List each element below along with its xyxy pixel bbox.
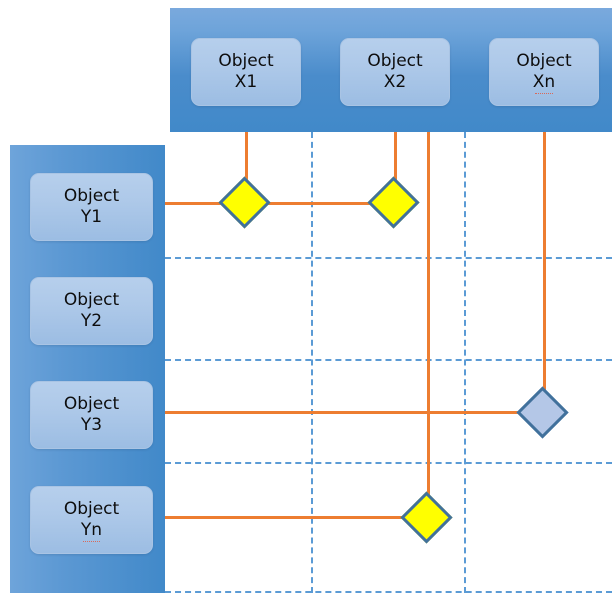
gridline-horizontal-2: [165, 359, 612, 361]
connector-x2-vertical-b: [427, 118, 430, 518]
connector-yn-horizontal: [148, 516, 430, 519]
connector-xn-vertical: [543, 118, 546, 413]
connector-x1-vertical: [245, 118, 248, 204]
connector-y1-horizontal: [148, 202, 248, 205]
gridline-horizontal-1: [165, 257, 612, 259]
object-box-y2-line1: Object: [63, 290, 120, 311]
gridline-horizontal-4: [165, 591, 612, 593]
gridline-vertical-1: [311, 132, 313, 593]
object-box-y3-line1: Object: [63, 394, 120, 415]
object-box-yn-line1: Object: [63, 499, 120, 520]
y-axis-band: Object Y1 Object Y2 Object Y3 Object Yn: [10, 145, 165, 593]
object-box-yn-line2: Yn: [80, 520, 103, 542]
object-box-yn[interactable]: Object Yn: [30, 486, 153, 554]
object-box-y1-line2: Y1: [80, 207, 103, 227]
object-box-y3-line2: Y3: [80, 415, 103, 435]
object-box-x2[interactable]: Object X2: [340, 38, 450, 106]
object-box-x1[interactable]: Object X1: [191, 38, 301, 106]
gridline-vertical-2: [464, 132, 466, 593]
connector-y3-horizontal: [148, 411, 546, 414]
connector-y1-to-x2-horizontal: [245, 202, 397, 205]
object-box-x2-line1: Object: [367, 51, 423, 72]
object-box-xn[interactable]: Object Xn: [489, 38, 599, 106]
x-axis-band: Object X1 Object X2 Object Xn: [170, 8, 612, 132]
object-box-xn-line2: Xn: [532, 72, 556, 94]
object-box-xn-line1: Object: [516, 51, 572, 72]
connector-x2-vertical-a: [394, 118, 397, 204]
matrix-grid: [165, 132, 612, 593]
object-box-y2-line2: Y2: [80, 311, 103, 331]
object-box-x1-line1: Object: [218, 51, 274, 72]
object-box-y1-line1: Object: [63, 186, 120, 207]
object-box-y3[interactable]: Object Y3: [30, 381, 153, 449]
gridline-horizontal-3: [165, 462, 612, 464]
object-box-x1-line2: X1: [234, 72, 258, 92]
object-box-y1[interactable]: Object Y1: [30, 173, 153, 241]
object-box-x2-line2: X2: [383, 72, 407, 92]
object-box-y2[interactable]: Object Y2: [30, 277, 153, 345]
